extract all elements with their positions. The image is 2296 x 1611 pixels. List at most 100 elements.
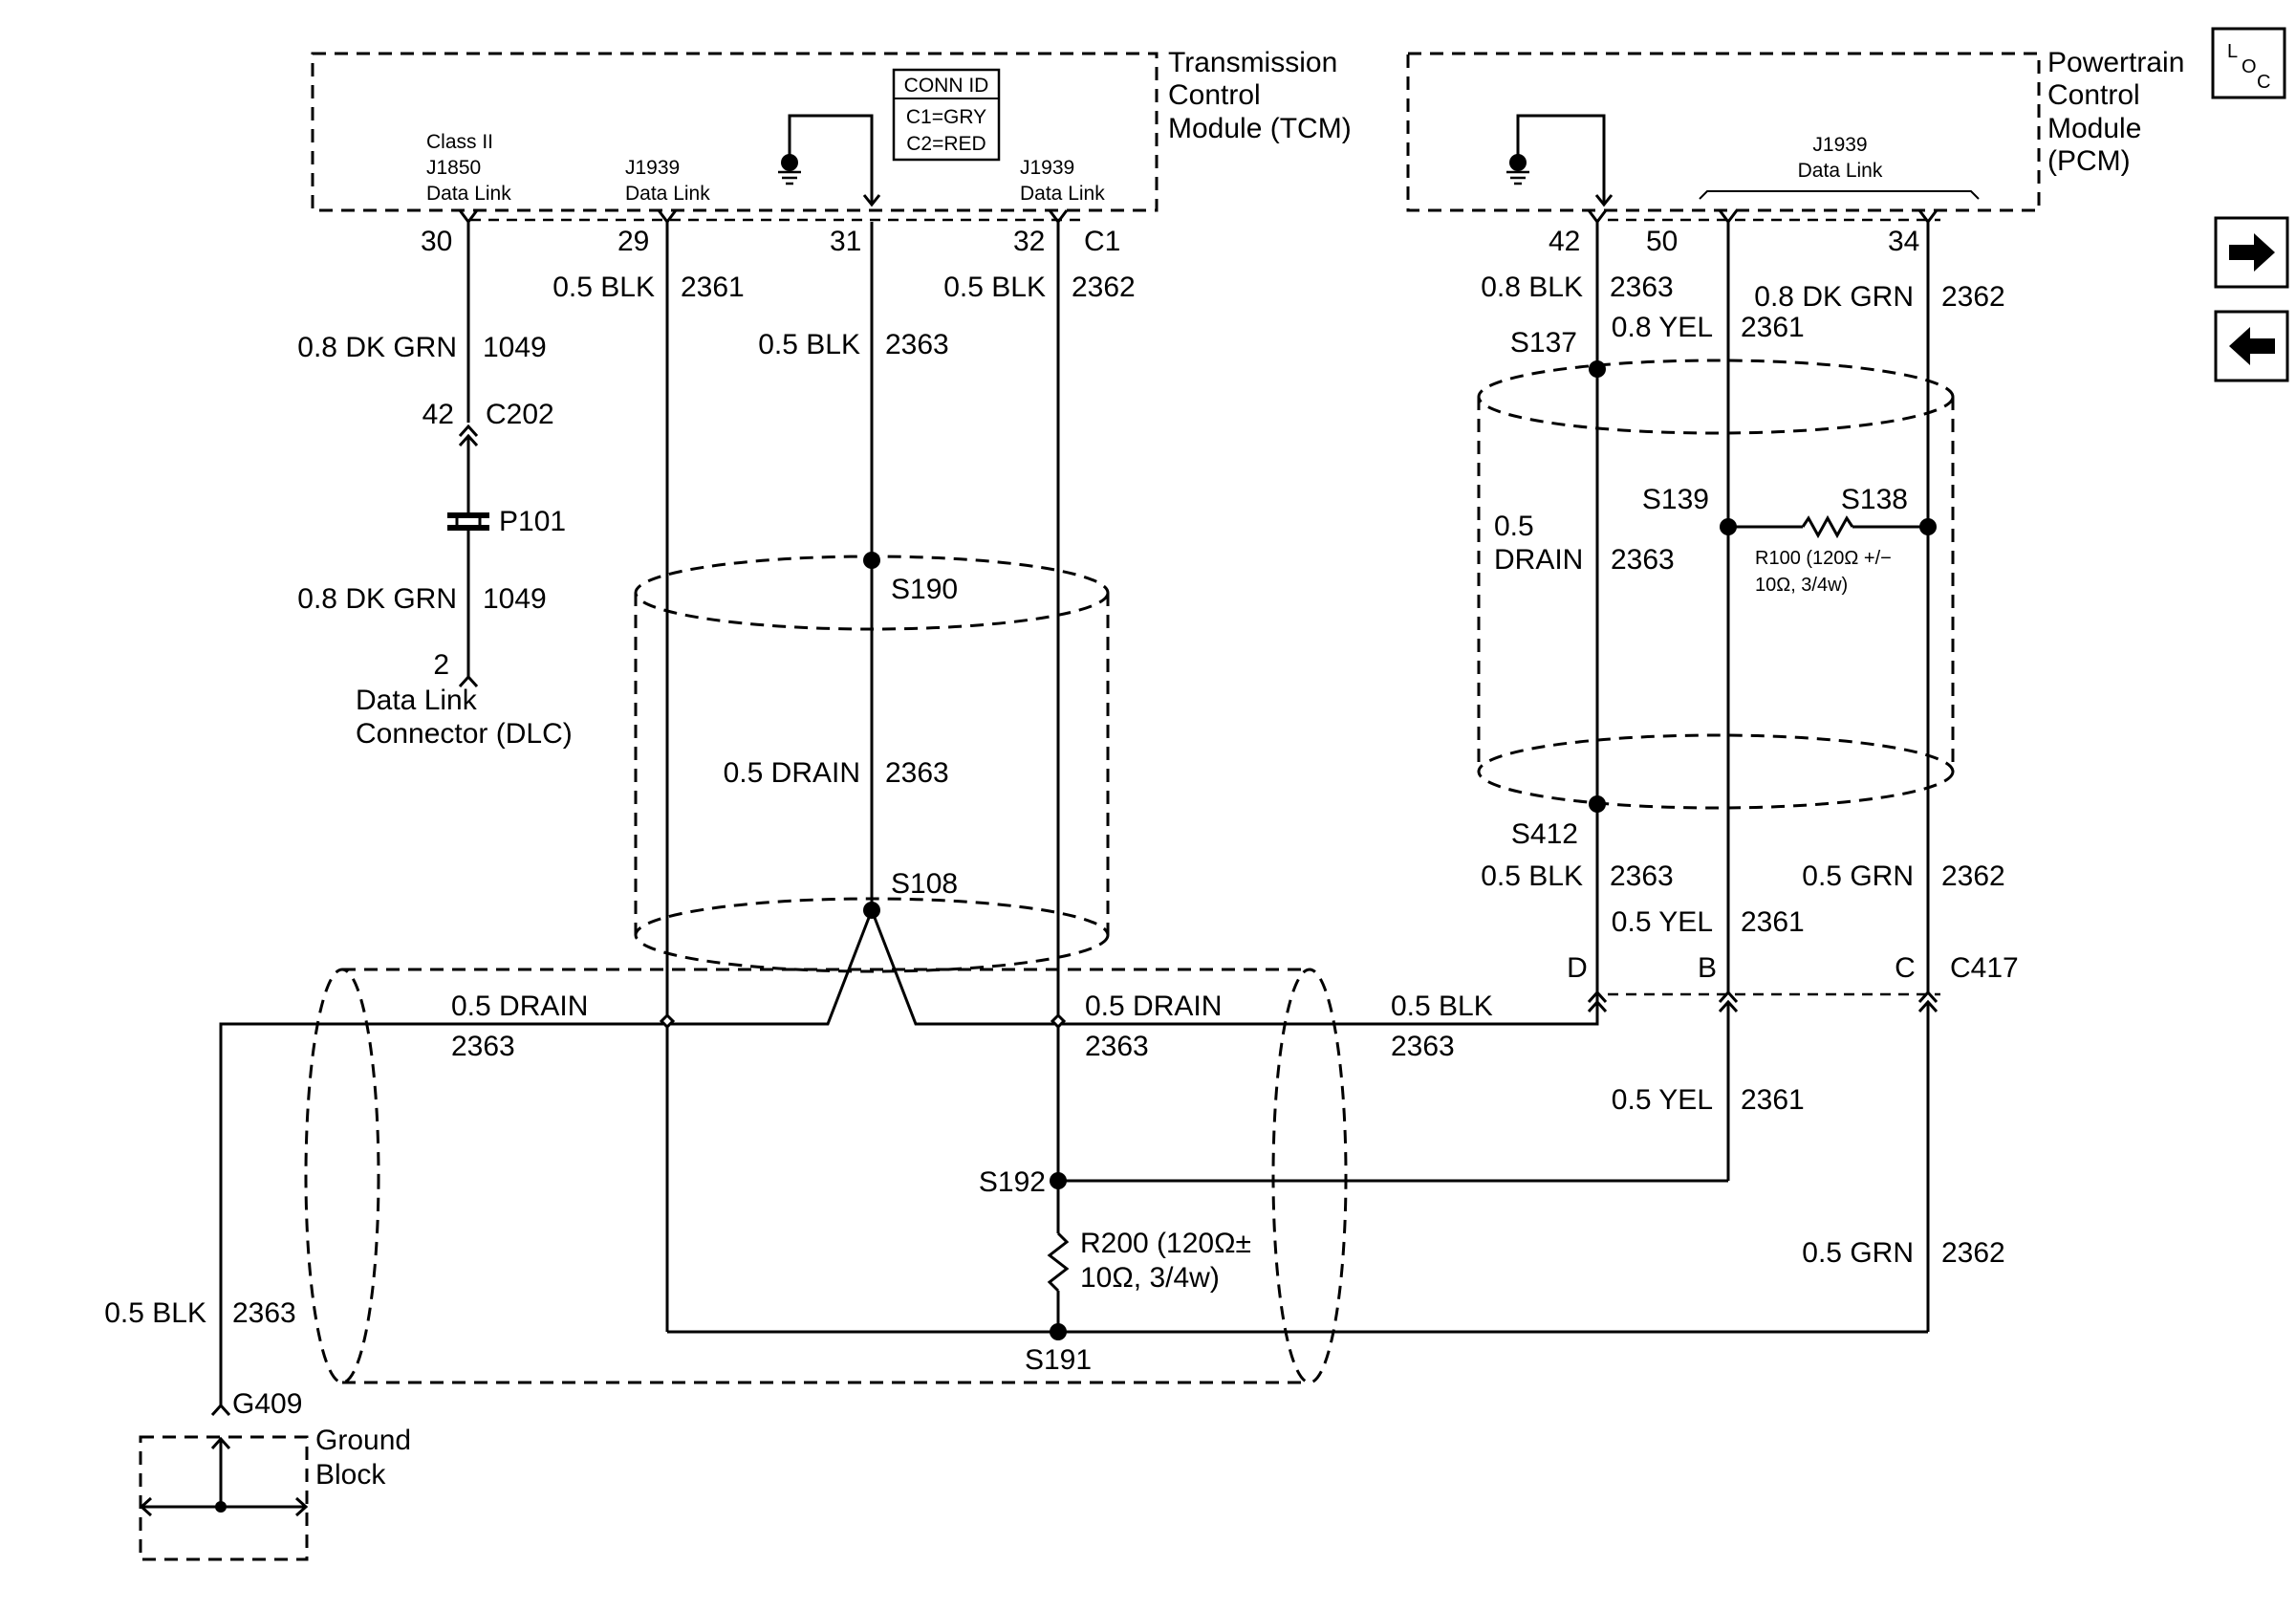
s412-label: S412 <box>1511 818 1578 850</box>
s412-blk-circuit: 2363 <box>1610 860 1674 892</box>
loc-button[interactable]: L O C <box>2211 27 2286 99</box>
pcm-title-line-1: Powertrain <box>2047 47 2184 78</box>
pcm50-color: 0.8 YEL <box>1612 312 1713 343</box>
r100-resistor: R100 (120Ω +/− 10Ω, 3/4w) <box>1728 514 1928 596</box>
dlc-terminal-icon <box>458 674 479 688</box>
next-arrow-button[interactable] <box>2214 216 2289 289</box>
r100-line-1: R100 (120Ω +/− <box>1755 548 1892 569</box>
circuit-2362-tcm: 0.5 BLK 2362 S192 R200 (120Ω± 10Ω, 3/4w)… <box>943 209 1728 1376</box>
pcm-module-box <box>1406 52 2041 212</box>
drain-left-circuit: 2363 <box>451 1031 515 1062</box>
ground-block-line-1: Ground <box>315 1425 411 1456</box>
tcm-internal-ground-icon <box>778 114 881 207</box>
class2-label-line-1: Class II <box>426 131 493 153</box>
j1939-left-label-line-2: Data Link <box>625 183 710 205</box>
c417-pin-b: B <box>1698 952 1717 984</box>
circuit-2363-pcm: 0.8 BLK 2363 S137 0.5 DRAIN 2363 S412 0.… <box>1481 209 1675 992</box>
pcm-drain-line-2: DRAIN <box>1494 544 1583 576</box>
w32-color: 0.5 BLK <box>943 272 1046 303</box>
w30-bottom-circuit: 1049 <box>483 583 547 615</box>
grn-lower-color: 0.5 GRN <box>1802 1237 1914 1269</box>
drain-right-color: 0.5 DRAIN <box>1085 991 1222 1022</box>
r200-line-2: 10Ω, 3/4w) <box>1080 1262 1220 1294</box>
g409-label: G409 <box>232 1388 302 1420</box>
grn-lower-circuit: 2362 <box>1941 1237 2005 1269</box>
j1939-left-label-line-1: J1939 <box>625 157 680 179</box>
pcm50-circuit: 2361 <box>1741 312 1805 343</box>
right-arrow-icon <box>2229 233 2275 272</box>
class2-label-line-2: J1850 <box>426 157 481 179</box>
w29-color: 0.5 BLK <box>552 272 655 303</box>
j1939-right-label-line-2: Data Link <box>1020 183 1105 205</box>
loc-letter-o: O <box>2242 56 2257 77</box>
tcm-pin-32: 32 <box>1013 226 1045 257</box>
pcm42-color: 0.8 BLK <box>1481 272 1583 303</box>
s139-label: S139 <box>1642 484 1709 515</box>
w30-bottom-color: 0.8 DK GRN <box>297 583 457 615</box>
s137-label: S137 <box>1510 327 1577 359</box>
w31-color: 0.5 BLK <box>758 329 860 360</box>
tcm-title-line-1: Transmission <box>1168 47 1337 78</box>
circuit-2362-pcm: 0.8 DK GRN 2362 S138 0.5 GRN 2362 0.5 GR… <box>1754 209 2005 1332</box>
ground-block-box <box>139 1435 309 1561</box>
left-arrow-icon <box>2229 327 2275 365</box>
grn-upper-color: 0.5 GRN <box>1802 860 1914 892</box>
pcm-j1939-label-line-1: J1939 <box>1812 134 1867 156</box>
w32-circuit: 2362 <box>1072 272 1136 303</box>
w29-circuit: 2361 <box>681 272 745 303</box>
loc-letter-c: C <box>2257 72 2270 93</box>
tcm-title-line-2: Control <box>1168 79 1261 111</box>
j1939-right-label-line-1: J1939 <box>1020 157 1074 179</box>
yel-lower-color: 0.5 YEL <box>1612 1084 1713 1116</box>
drain-2363-horizontal: 0.5 DRAIN 2363 0.5 DRAIN 2363 0.5 BLK 23… <box>104 905 1608 1405</box>
tcm-pin-30: 30 <box>421 226 452 257</box>
c417-pin-d: D <box>1567 952 1588 984</box>
tcm-drain-color: 0.5 DRAIN <box>724 757 860 789</box>
w30-top-circuit: 1049 <box>483 332 547 363</box>
r100-line-2: 10Ω, 3/4w) <box>1755 575 1848 596</box>
c417-pin-c: C <box>1895 952 1916 984</box>
tcm-shield-cylinder <box>634 555 1110 973</box>
pcm42-circuit: 2363 <box>1610 272 1674 303</box>
s192-label: S192 <box>979 1166 1046 1198</box>
pcm-pin-42: 42 <box>1549 226 1580 257</box>
pcm-title-line-2: Control <box>2047 79 2140 111</box>
r200-resistor-icon <box>1047 1231 1070 1293</box>
c202-pin: 42 <box>422 399 454 430</box>
pcm-internal-ground-icon <box>1506 114 1614 207</box>
ground-block-line-2: Block <box>315 1459 386 1491</box>
circuit-2361-tcm: 0.5 BLK 2361 <box>552 209 1928 1334</box>
tcm-pin-31: 31 <box>830 226 861 257</box>
ground-wire-color: 0.5 BLK <box>104 1297 206 1329</box>
w30-top-color: 0.8 DK GRN <box>297 332 457 363</box>
tcm-pin-29: 29 <box>617 226 649 257</box>
conn-id-line-1: C1=GRY <box>906 106 986 128</box>
pcm-title-line-4: (PCM) <box>2047 145 2131 177</box>
drain-left-color: 0.5 DRAIN <box>451 991 588 1022</box>
c417-connector: D B C C417 <box>1567 952 2019 996</box>
circuit-2361-pcm: 0.8 YEL 2361 S139 0.5 YEL 2361 0.5 YEL 2… <box>1612 209 1805 1181</box>
ground-block: G409 Ground Block <box>139 1388 411 1561</box>
s412-blk-color: 0.5 BLK <box>1481 860 1583 892</box>
s108-label: S108 <box>891 868 958 900</box>
prev-arrow-button[interactable] <box>2214 310 2289 382</box>
ground-wire-circuit: 2363 <box>232 1297 296 1329</box>
pcm-pin-34: 34 <box>1888 226 1919 257</box>
yel-lower-circuit: 2361 <box>1741 1084 1805 1116</box>
tcm-title-line-3: Module (TCM) <box>1168 113 1352 144</box>
horizontal-shield-cylinder <box>304 968 1348 1384</box>
w31-circuit: 2363 <box>885 329 949 360</box>
grn-upper-circuit: 2362 <box>1941 860 2005 892</box>
tcm-connector-c1: C1 <box>1084 226 1120 257</box>
c202-name: C202 <box>486 399 554 430</box>
tcm-module-box <box>311 52 1159 212</box>
pcm-drain-circuit: 2363 <box>1611 544 1675 576</box>
pcm34-color: 0.8 DK GRN <box>1754 281 1914 313</box>
pcm34-circuit: 2362 <box>1941 281 2005 313</box>
s138-label: S138 <box>1841 484 1908 515</box>
tcm-module: Transmission Control Module (TCM) CONN I… <box>311 47 1352 257</box>
blk-mid-color: 0.5 BLK <box>1391 991 1493 1022</box>
c417-name: C417 <box>1950 952 2019 984</box>
tcm-drain-circuit: 2363 <box>885 757 949 789</box>
